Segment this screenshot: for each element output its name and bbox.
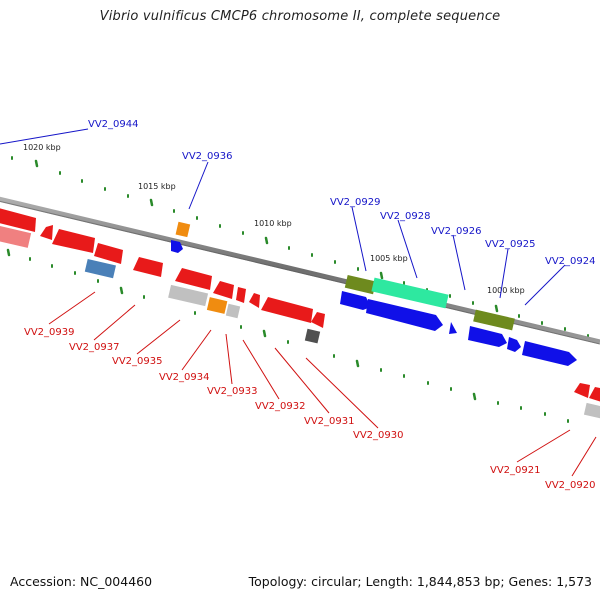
gene-box-VV2_0930-dark[interactable] xyxy=(304,328,321,344)
gene-label-VV2_0932[interactable]: VV2_0932 xyxy=(255,401,306,412)
gene-box-VV2_0935-gray[interactable] xyxy=(168,284,209,307)
accession-label: Accession: NC_004460 xyxy=(10,574,153,589)
gene-label-VV2_0925[interactable]: VV2_0925 xyxy=(485,239,536,250)
gene-label-VV2_0937[interactable]: VV2_0937 xyxy=(69,342,120,353)
kbp-label-1005: 1005 kbp xyxy=(370,254,408,263)
gene-label-VV2_0929[interactable]: VV2_0929 xyxy=(330,197,381,208)
gene-arrow-VV2_0933[interactable] xyxy=(236,287,246,303)
gene-label-VV2_0926[interactable]: VV2_0926 xyxy=(431,226,482,237)
gene-label-VV2_0944[interactable]: VV2_0944 xyxy=(88,119,139,130)
gene-label-VV2_0935[interactable]: VV2_0935 xyxy=(112,356,163,367)
gene-label-VV2_0930[interactable]: VV2_0930 xyxy=(353,430,404,441)
gene-arrow-VV2_0935a[interactable] xyxy=(133,257,163,277)
gene-label-VV2_0924[interactable]: VV2_0924 xyxy=(545,256,596,267)
gene-label-VV2_0920[interactable]: VV2_0920 xyxy=(545,480,596,491)
gene-arrow-VV2_0926[interactable] xyxy=(449,322,457,334)
gene-arrow-VV2_0928[interactable] xyxy=(366,299,443,331)
gene-arrow-VV2_0935[interactable] xyxy=(175,268,212,290)
gene-arrow-VV2_0930[interactable] xyxy=(311,312,325,328)
gene-label-VV2_0921[interactable]: VV2_0921 xyxy=(490,465,541,476)
gene-box-VV2_0929-green[interactable] xyxy=(344,275,376,295)
gene-arrow-VV2_0939[interactable] xyxy=(0,207,36,232)
gene-box-VV2_0928-cyan[interactable] xyxy=(371,277,449,309)
gene-box-VV2_0925-green[interactable] xyxy=(473,309,515,331)
gene-arrow-VV2_0932[interactable] xyxy=(249,293,260,308)
forward-leader-lines xyxy=(0,128,566,306)
gene-arrow-VV2_0936[interactable] xyxy=(171,240,183,253)
outer-scale-ticks xyxy=(11,156,589,338)
gene-arrow-VV2_0929[interactable] xyxy=(340,291,371,310)
gene-arrow-VV2_0924a[interactable] xyxy=(507,337,521,352)
forward-strand-features xyxy=(171,221,577,366)
gene-arrow-VV2_0937[interactable] xyxy=(52,229,95,253)
gene-arrow-VV2_0931[interactable] xyxy=(261,297,313,323)
gene-arrow-VV2_0920[interactable] xyxy=(589,387,600,403)
gene-arrow-VV2_0934[interactable] xyxy=(213,281,234,299)
gene-label-VV2_0939[interactable]: VV2_0939 xyxy=(24,327,75,338)
map-title: Vibrio vulnificus CMCP6 chromosome II, c… xyxy=(99,9,501,24)
gene-label-VV2_0928[interactable]: VV2_0928 xyxy=(380,211,431,222)
kbp-label-1000: 1000 kbp xyxy=(487,286,525,295)
kbp-label-1015: 1015 kbp xyxy=(138,182,176,191)
kbp-label-1010: 1010 kbp xyxy=(254,219,292,228)
gene-arrow-VV2_0921[interactable] xyxy=(574,383,590,398)
gene-label-VV2_0936[interactable]: VV2_0936 xyxy=(182,151,233,162)
gene-box-VV2_0939-pink[interactable] xyxy=(0,225,32,248)
gene-box-VV2_0933-gray[interactable] xyxy=(225,303,241,319)
gene-label-VV2_0931[interactable]: VV2_0931 xyxy=(304,416,355,427)
gene-label-VV2_0933[interactable]: VV2_0933 xyxy=(207,386,258,397)
gene-box-VV2_0937-blue[interactable] xyxy=(84,259,116,279)
gene-arrow-VV2_0937a[interactable] xyxy=(40,225,53,240)
gene-arrow-VV2_0924[interactable] xyxy=(522,341,577,366)
inner-scale-ticks xyxy=(6,248,569,423)
gene-label-VV2_0934[interactable]: VV2_0934 xyxy=(159,372,210,383)
gene-box-VV2_0934-orange[interactable] xyxy=(206,297,228,314)
gene-box-VV2_0920-gray[interactable] xyxy=(583,402,600,420)
kbp-label-1020: 1020 kbp xyxy=(23,143,61,152)
gene-arrow-VV2_0925[interactable] xyxy=(468,326,507,347)
reverse-leader-lines xyxy=(48,291,597,477)
sequence-summary: Topology: circular; Length: 1,844,853 bp… xyxy=(248,574,592,589)
gene-arrow-VV2_0937b[interactable] xyxy=(94,243,123,264)
gene-box-VV2_0936-mark[interactable] xyxy=(175,221,191,238)
reverse-strand-features xyxy=(0,207,600,420)
